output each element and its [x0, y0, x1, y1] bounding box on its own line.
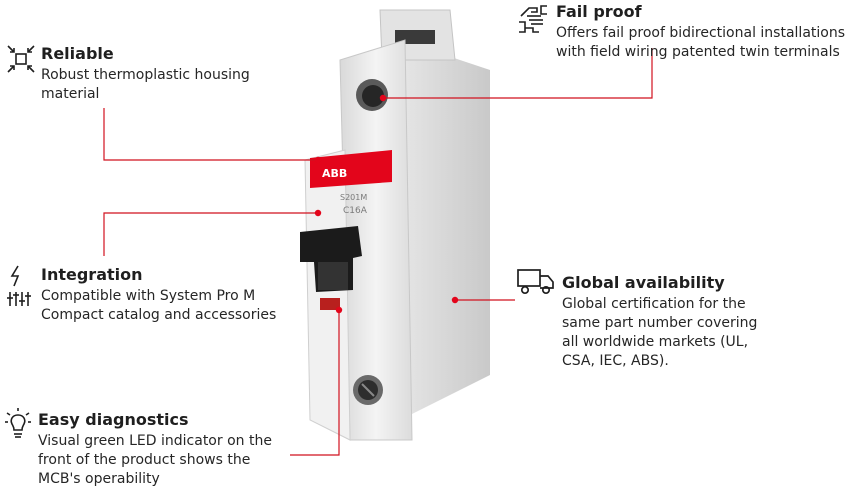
breaker-side-panel: [400, 40, 490, 420]
feature-diagnostics: Easy diagnostics Visual green LED indica…: [38, 410, 298, 489]
feature-integration: Integration Compatible with System Pro M…: [41, 265, 311, 325]
top-screw: [362, 85, 384, 107]
marker-reliable: [314, 156, 322, 164]
feature-description: Robust thermoplastic housing material: [41, 67, 250, 102]
feature-title: Integration: [41, 265, 143, 284]
leader-failproof: [383, 48, 653, 99]
feature-reliable: Reliable Robust thermoplastic housing ma…: [41, 44, 291, 104]
rating-label: C16A: [343, 206, 368, 216]
leader-reliable: [103, 108, 318, 161]
lightbulb-icon: [4, 407, 32, 441]
compress-arrows-icon: [6, 44, 36, 74]
toggle-highlight: [318, 262, 348, 290]
model-label: S201M: [340, 193, 367, 202]
feature-description: Visual green LED indicator on the front …: [38, 433, 272, 487]
feature-title: Fail proof: [556, 2, 642, 21]
brand-label: ABB: [322, 167, 347, 180]
feature-description: Compatible with System Pro M Compact cat…: [41, 288, 277, 323]
feature-description: Offers fail proof bidirectional installa…: [556, 25, 846, 60]
marker-diagnostics: [335, 306, 343, 314]
feature-description: Global certification for the same part n…: [562, 296, 758, 369]
handshake-icon: [517, 2, 551, 36]
marker-global: [451, 296, 459, 304]
bottom-screw-slot: [361, 383, 375, 397]
feature-title: Easy diagnostics: [38, 410, 189, 429]
feature-failproof: Fail proof Offers fail proof bidirection…: [556, 2, 866, 62]
feature-title: Global availability: [562, 273, 725, 292]
marker-integration: [314, 209, 322, 217]
feature-global: Global availability Global certification…: [562, 273, 792, 371]
leader-integration: [103, 212, 318, 256]
marker-failproof: [379, 94, 387, 102]
led-indicator: [320, 298, 340, 310]
feature-title: Reliable: [41, 44, 114, 63]
red-brand-label: [310, 150, 392, 188]
leader-diagnostics: [290, 310, 340, 456]
lightning-sliders-icon: [6, 264, 34, 308]
delivery-truck-icon: [516, 266, 556, 296]
